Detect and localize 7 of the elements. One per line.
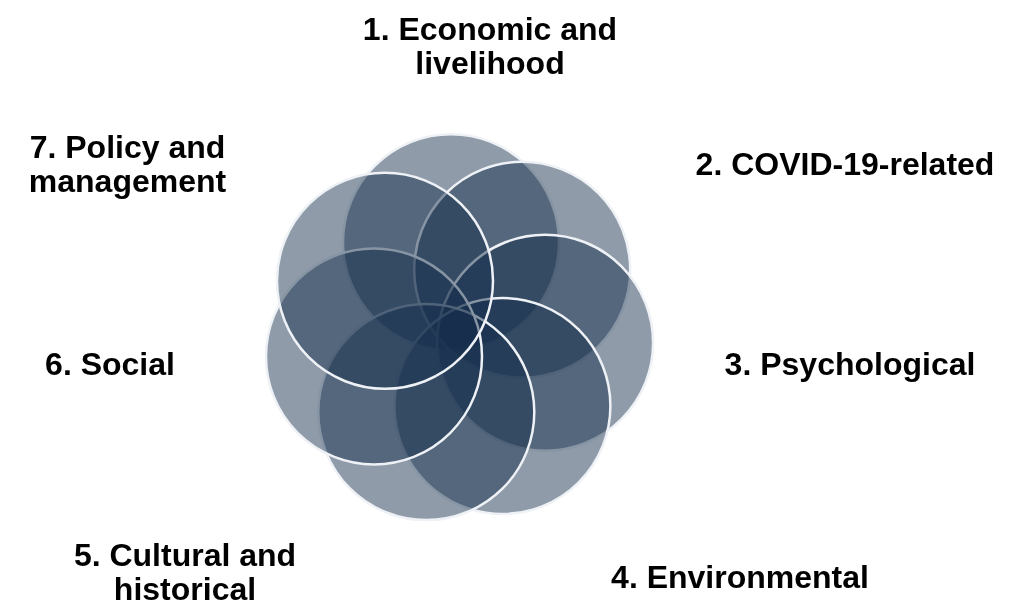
category-label: 1. Economic and livelihood: [361, 12, 619, 80]
category-label: 4. Environmental: [610, 560, 870, 594]
category-label: 3. Psychological: [723, 347, 977, 381]
category-label: 7. Policy and management: [27, 130, 228, 198]
category-label: 5. Cultural and historical: [72, 538, 298, 606]
category-label: 6. Social: [44, 347, 176, 381]
category-label: 2. COVID-19-related: [694, 147, 996, 181]
